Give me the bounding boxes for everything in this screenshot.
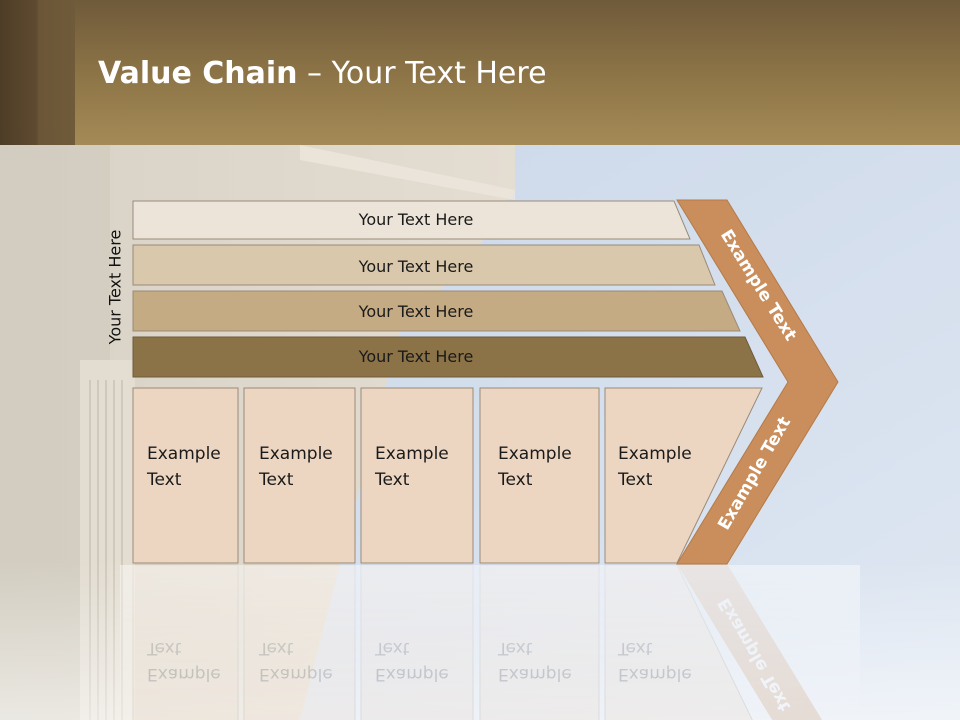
support-row: Your Text Here: [132, 290, 741, 332]
title-bold: Value Chain: [98, 56, 298, 91]
primary-box: Example Text: [243, 387, 356, 564]
primary-box-line1: Example: [259, 444, 333, 464]
primary-box-line1: Example: [498, 444, 572, 464]
title-rest: – Your Text Here: [297, 56, 547, 91]
primary-box-line2: Text: [258, 470, 294, 490]
support-rows: Your Text Here Your Text Here Your Text …: [132, 200, 764, 378]
primary-box: Example Text: [604, 387, 763, 564]
support-row-label: Your Text Here: [358, 257, 474, 276]
primary-box: Example Text: [132, 387, 239, 564]
support-row: Your Text Here: [132, 200, 691, 240]
reflection-fade: [120, 565, 860, 720]
support-row-label: Your Text Here: [358, 302, 474, 321]
primary-boxes: Example Text Example Text Example Text E…: [132, 387, 763, 564]
support-row: Your Text Here: [132, 244, 716, 286]
support-row: Your Text Here: [132, 336, 764, 378]
primary-box-line1: Example: [618, 444, 692, 464]
support-row-label: Your Text Here: [358, 210, 474, 229]
primary-box-line2: Text: [374, 470, 410, 490]
header-accent-strip: [0, 0, 75, 145]
primary-box-line1: Example: [375, 444, 449, 464]
primary-box-line1: Example: [147, 444, 221, 464]
primary-box: Example Text: [360, 387, 474, 564]
primary-box-line2: Text: [617, 470, 653, 490]
primary-box-line2: Text: [497, 470, 533, 490]
primary-box-line2: Text: [146, 470, 182, 490]
support-row-label: Your Text Here: [358, 347, 474, 366]
slide-title: Value Chain – Your Text Here: [98, 52, 547, 96]
primary-box: Example Text: [479, 387, 600, 564]
header-bar: [0, 0, 960, 145]
